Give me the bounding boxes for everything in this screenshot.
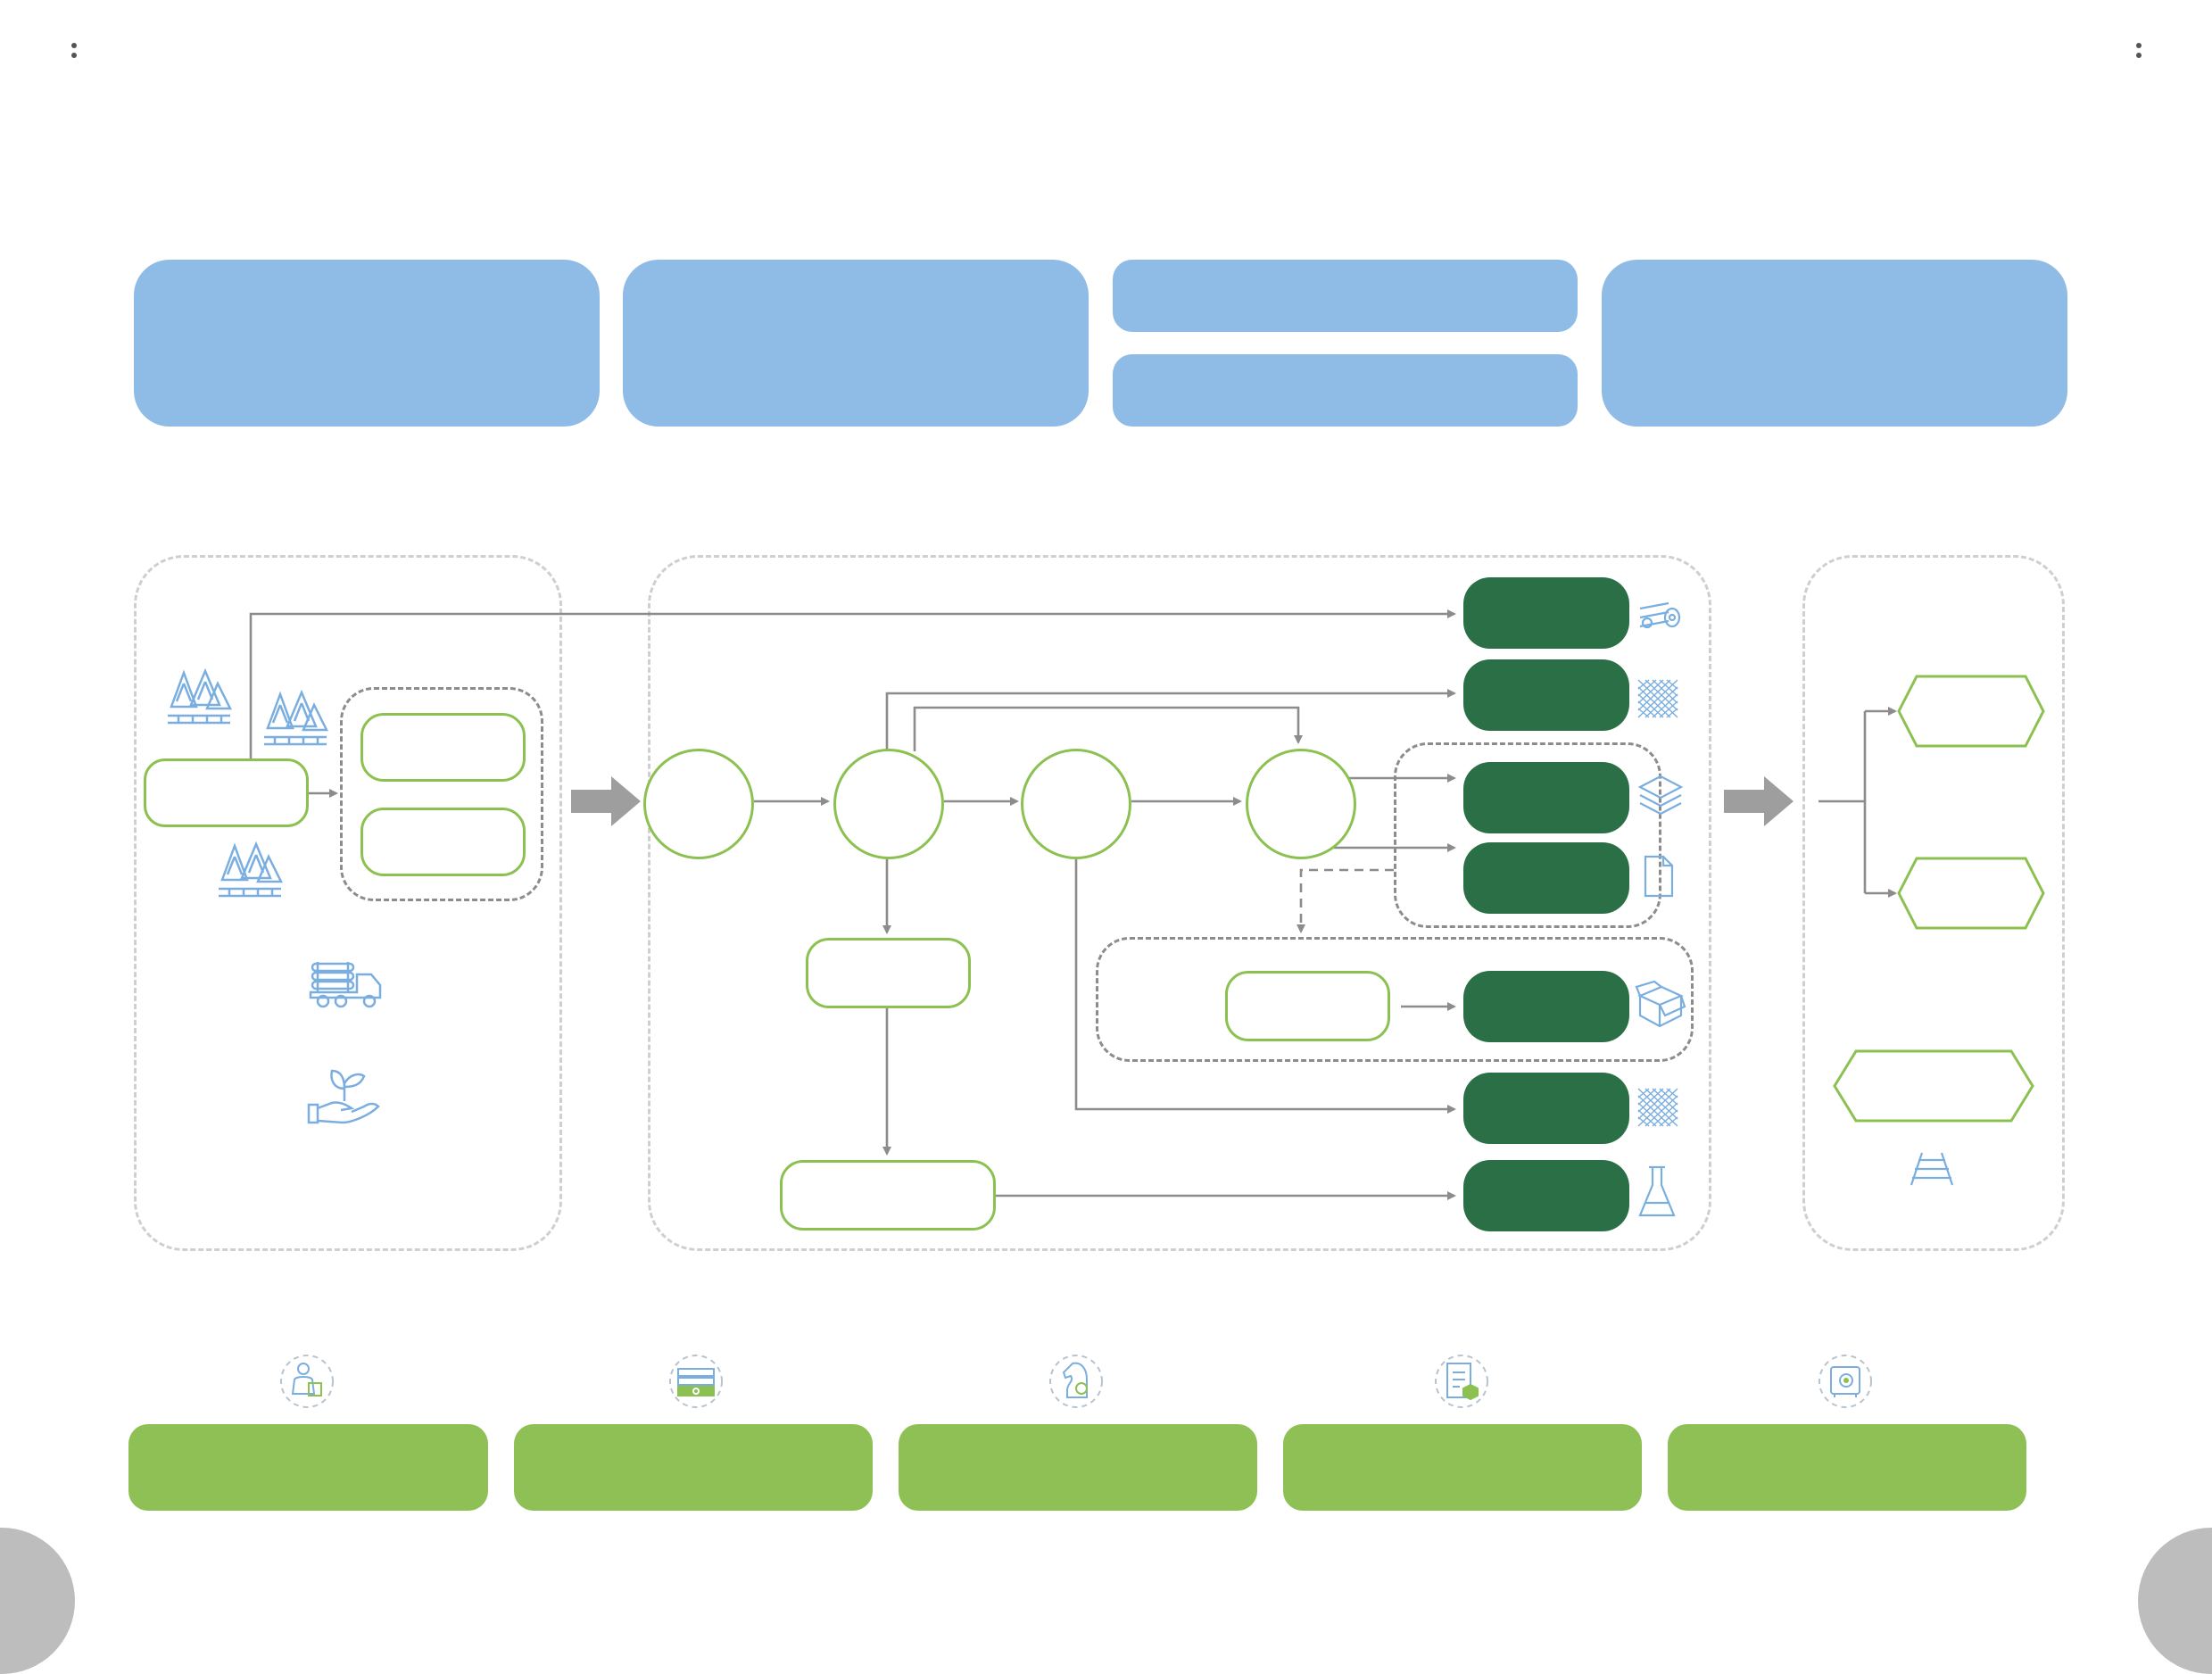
process-circle-1 (643, 749, 754, 859)
mesh-pattern-icon (1637, 679, 1678, 718)
destination-panel (1802, 555, 2065, 1251)
safe-icon (1818, 1355, 1872, 1408)
source-start-box (144, 758, 309, 827)
layers-icon (1637, 775, 1684, 816)
timber-truck-icon (309, 962, 382, 1008)
header-card-4 (1602, 260, 2067, 427)
process-circle-4 (1246, 749, 1356, 859)
connector-lines (249, 609, 1897, 1200)
menu-dots-right[interactable] (2136, 43, 2142, 62)
source-panel (134, 555, 562, 1251)
open-box-icon (1635, 980, 1686, 1028)
forest-icon (168, 667, 232, 725)
header-card-2 (623, 260, 1089, 427)
output-box-2 (1463, 659, 1629, 731)
mesh-pattern-icon (1637, 1088, 1678, 1127)
output-group-outline (1394, 742, 1661, 928)
railway-track-icon (1910, 1152, 1954, 1186)
footer-bar-3 (899, 1424, 1257, 1511)
process-side-box-1 (806, 938, 971, 1008)
secondary-process-outline (1096, 937, 1694, 1062)
checklist-icon (1435, 1355, 1488, 1408)
output-box-5 (1463, 971, 1629, 1042)
hand-seedling-icon (307, 1069, 380, 1124)
footer-bar-5 (1668, 1424, 2026, 1511)
source-group-box-1 (360, 713, 526, 782)
footer-bar-4 (1283, 1424, 1642, 1511)
header-card-3b (1113, 354, 1578, 427)
header-card-3a (1113, 260, 1578, 332)
menu-dots-left[interactable] (71, 43, 77, 62)
output-box-4 (1463, 842, 1629, 914)
output-box-6 (1463, 1073, 1629, 1144)
process-panel (648, 555, 1711, 1251)
logs-icon (1639, 601, 1681, 629)
forest-icon (264, 689, 328, 746)
money-stack-icon (669, 1355, 723, 1408)
process-inner-box (1225, 971, 1390, 1041)
destination-hexagon-2 (1897, 857, 2045, 930)
flask-icon (1638, 1165, 1676, 1217)
process-circle-2 (833, 749, 944, 859)
source-group-outline (340, 687, 543, 901)
person-puzzle-icon (280, 1355, 334, 1408)
process-side-box-2 (780, 1160, 996, 1231)
footer-bar-2 (514, 1424, 873, 1511)
output-box-1 (1463, 577, 1629, 649)
output-box-7 (1463, 1160, 1629, 1231)
footer-bar-1 (128, 1424, 488, 1511)
output-box-3 (1463, 762, 1629, 833)
source-group-box-2 (360, 808, 526, 876)
header-card-1 (134, 260, 600, 427)
process-circle-3 (1021, 749, 1131, 859)
document-icon (1644, 855, 1674, 898)
forest-icon (219, 841, 283, 898)
destination-hexagon-3 (1833, 1049, 2034, 1123)
destination-hexagon-1 (1897, 675, 2045, 748)
chess-knight-icon (1049, 1355, 1103, 1408)
